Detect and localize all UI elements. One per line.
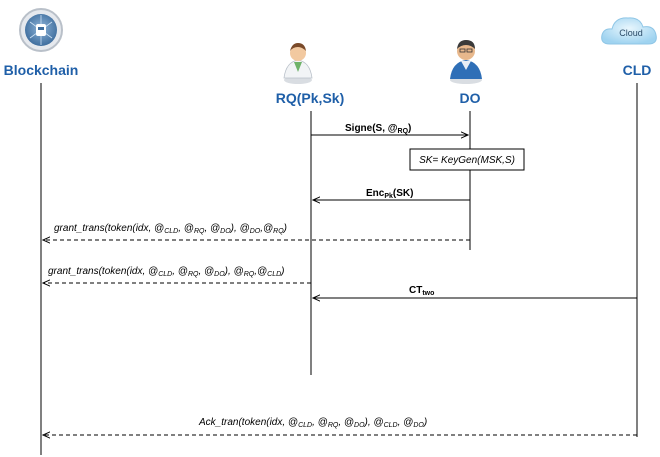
do-label: DO <box>460 90 481 106</box>
grant-trans-rq-message: grant_trans(token(idx, @CLD, @RQ, @DO), … <box>48 266 285 278</box>
enc-message: EncPk(SK) <box>366 188 413 200</box>
keygen-box <box>409 148 525 171</box>
grant-trans-do-message: grant_trans(token(idx, @CLD, @RQ, @DO), … <box>54 223 287 235</box>
blockchain-label: Blockchain <box>4 62 79 78</box>
cloud-icon-text: Cloud <box>619 28 643 38</box>
user-avatar-icon <box>450 40 482 84</box>
cloud-icon: Cloud <box>601 17 657 45</box>
ct-message: CTtwo <box>409 285 434 297</box>
doctor-avatar-icon <box>283 43 313 84</box>
blockchain-icon <box>19 8 63 52</box>
keygen-text: SK= KeyGen(MSK,S) <box>419 155 515 166</box>
rq-label: RQ(Pk,Sk) <box>276 90 344 106</box>
signe-message: Signe(S, @RQ) <box>345 123 411 135</box>
cld-label: CLD <box>623 62 652 78</box>
ack-tran-message: Ack_tran(token(idx, @CLD, @RQ, @DO), @CL… <box>198 417 427 429</box>
